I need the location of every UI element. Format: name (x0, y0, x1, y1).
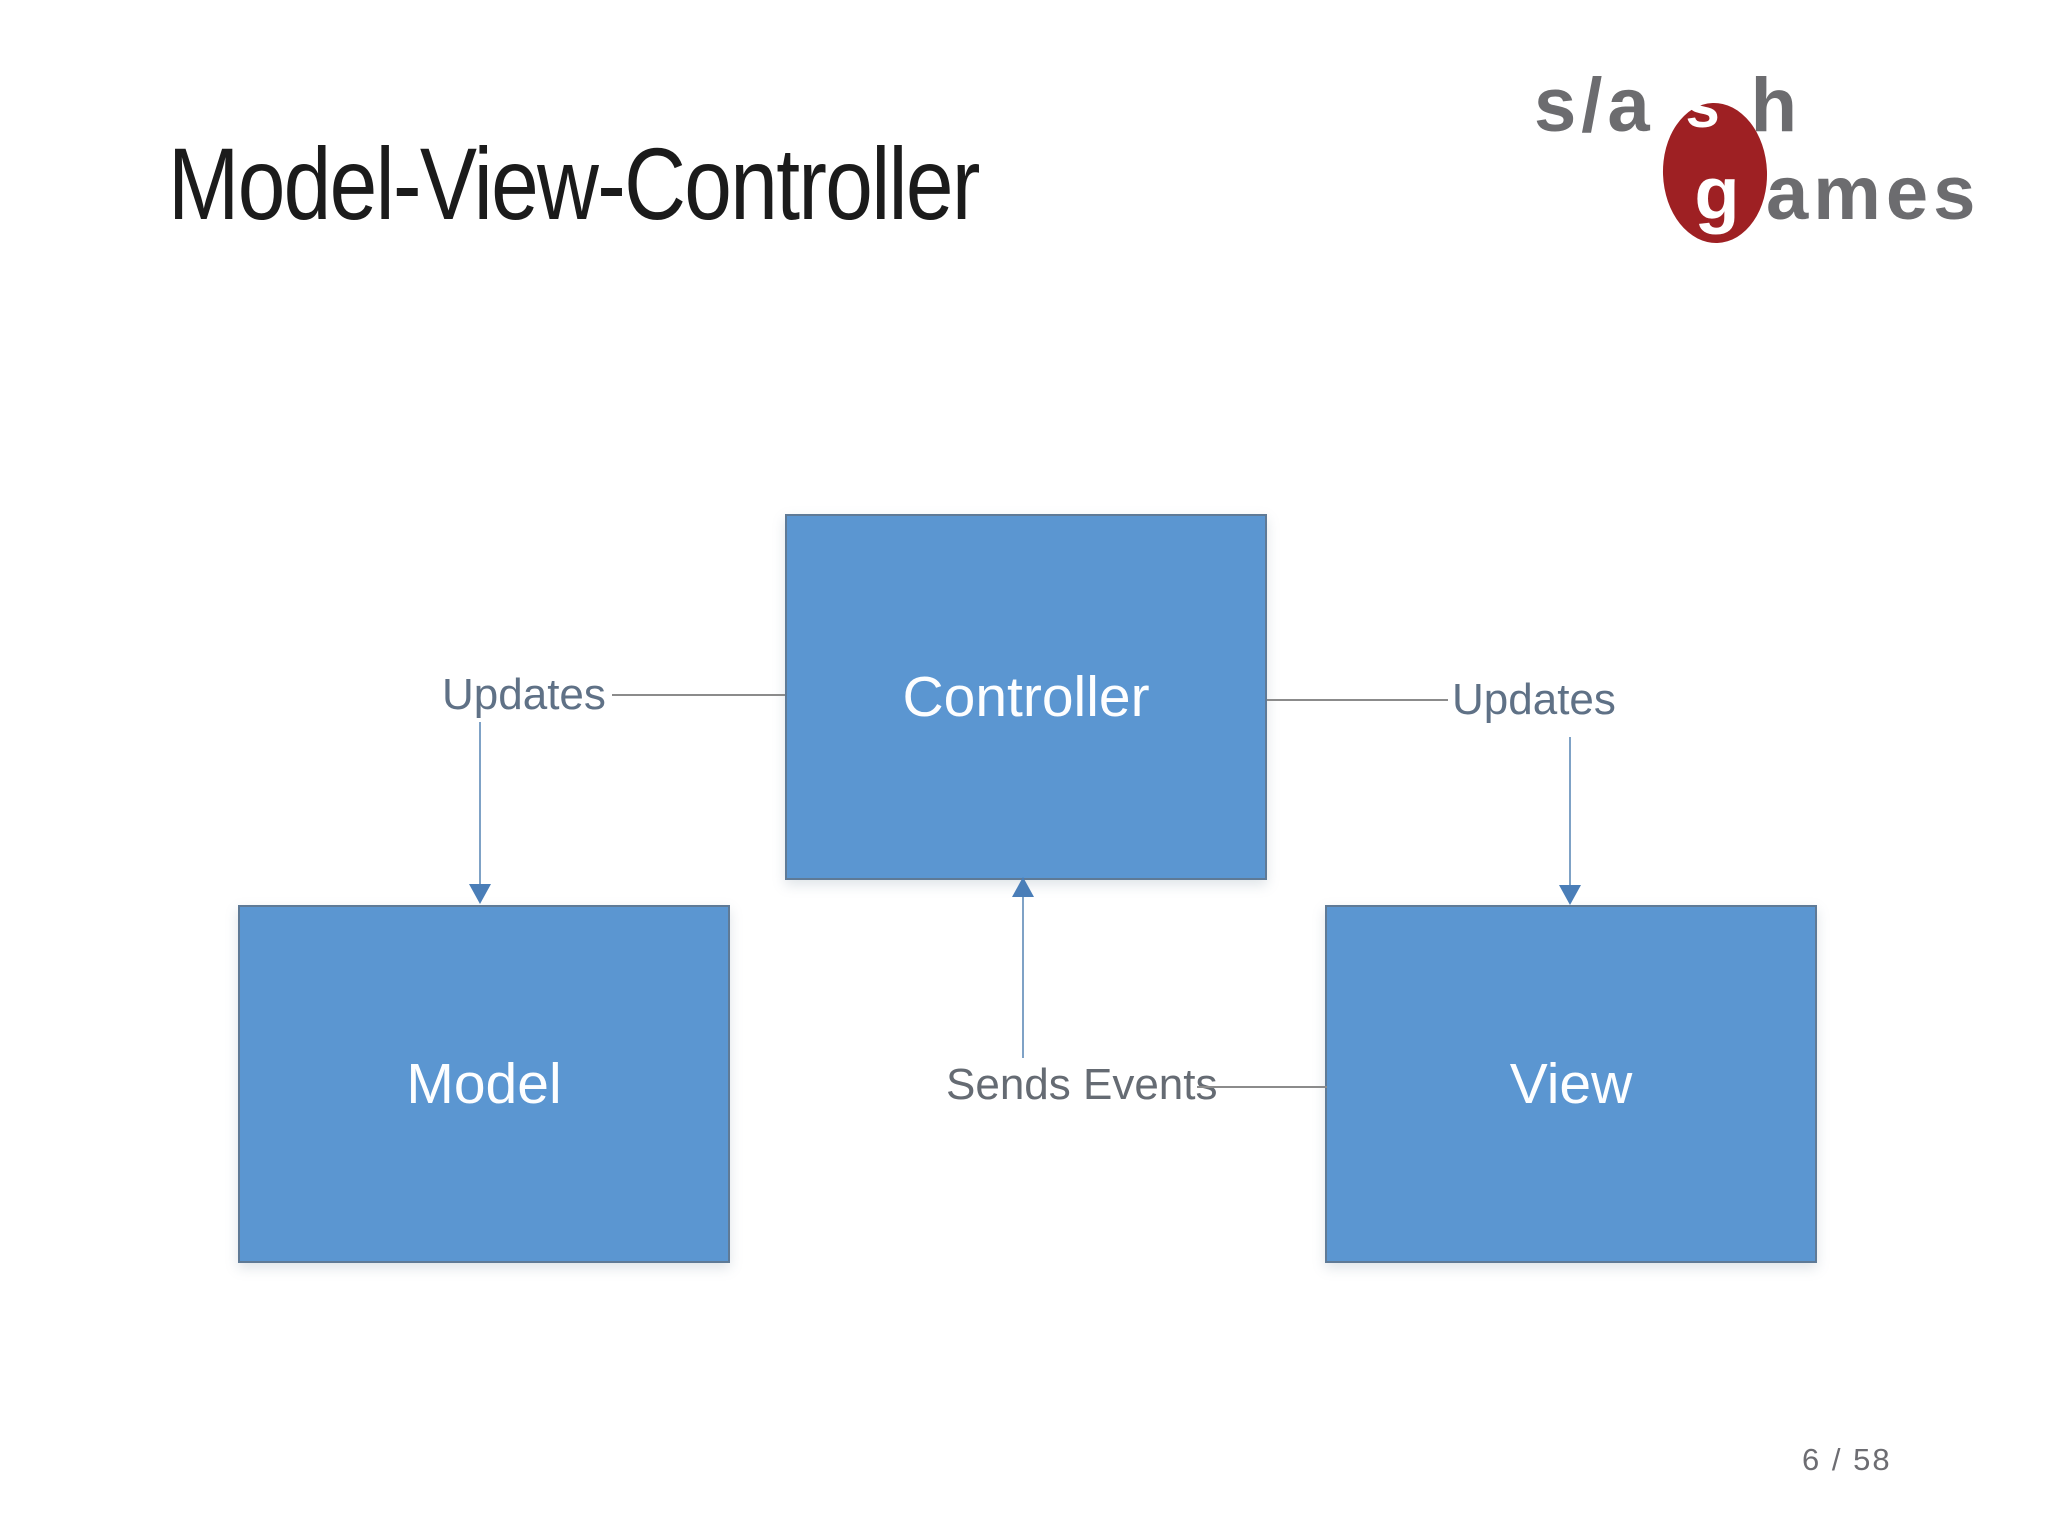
node-model: Model (238, 905, 730, 1263)
node-view: View (1325, 905, 1817, 1263)
logo-letter-g: g (1694, 152, 1740, 235)
arrow-down-icon (1559, 885, 1581, 905)
logo-line1-suffix: h (1750, 63, 1803, 148)
logo-line1-prefix: s/a (1534, 63, 1655, 148)
edge-label-sends-events: Sends Events (946, 1060, 1218, 1109)
logo-letter-s: s (1685, 72, 1720, 141)
node-view-label: View (1509, 1052, 1633, 1116)
connector-line-sends-events-to-view (1197, 1086, 1327, 1088)
node-model-label: Model (406, 1052, 562, 1116)
connector-line-updates-to-view (1569, 737, 1571, 887)
page-title: Model-View-Controller (168, 127, 980, 241)
node-controller: Controller (785, 514, 1267, 880)
edge-label-updates-right: Updates (1452, 675, 1616, 724)
logo-line2-suffix: ames (1766, 151, 1981, 236)
connector-line-updates-to-model (479, 722, 481, 886)
arrow-down-icon (469, 884, 491, 904)
connector-line-controller-updates-left (612, 694, 785, 696)
page-number: 6 / 58 (1802, 1442, 1892, 1477)
node-controller-label: Controller (902, 665, 1150, 729)
edge-label-updates-left: Updates (442, 670, 606, 719)
connector-line-controller-updates-right (1267, 699, 1448, 701)
arrow-up-icon (1012, 877, 1034, 897)
connector-line-sends-events-up (1022, 897, 1024, 1058)
